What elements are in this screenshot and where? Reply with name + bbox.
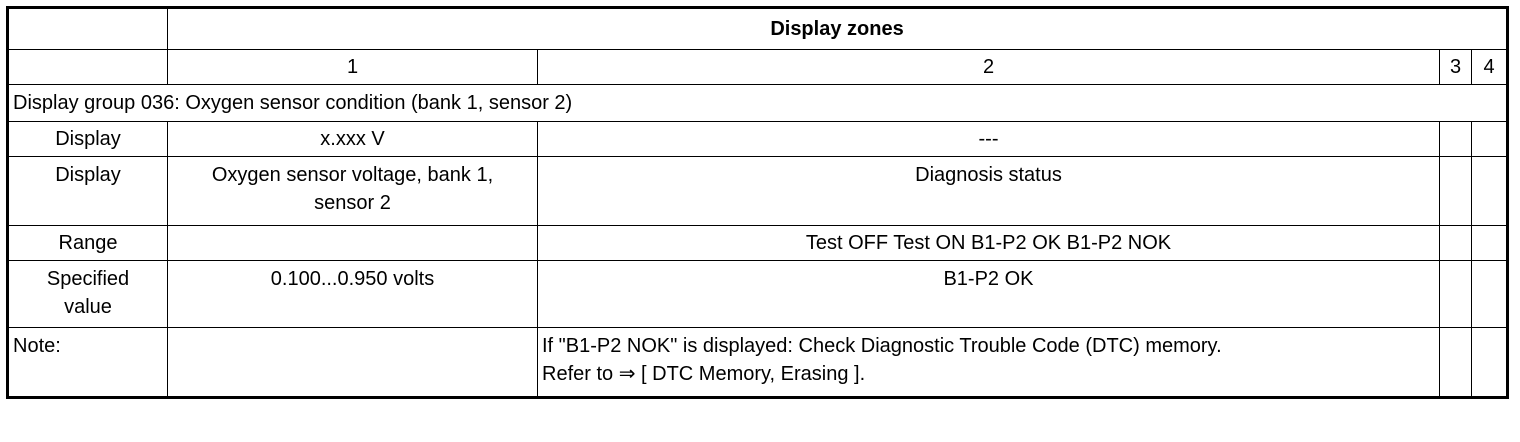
zone-3-value [1439, 327, 1472, 398]
note-line-1: If "B1-P2 NOK" is displayed: Check Diagn… [542, 335, 1222, 357]
zone-1-value: Oxygen sensor voltage, bank 1, sensor 2 [167, 156, 538, 226]
header-row-zones: 1 2 3 4 [7, 49, 1509, 85]
zone-2-value: If "B1-P2 NOK" is displayed: Check Diagn… [537, 327, 1440, 398]
zone-1-value: 0.100...0.950 volts [167, 260, 538, 328]
row-label: Display [7, 121, 168, 157]
display-zones-heading: Display zones [166, 7, 1509, 50]
table-row: Display x.xxx V --- [7, 121, 1509, 157]
display-group-table-frame: Display zones 1 2 3 4 Display group 036:… [6, 6, 1510, 399]
header-corner-cell [7, 7, 168, 50]
zone-2-header: 2 [537, 49, 1440, 85]
display-zones-table: Display zones 1 2 3 4 Display group 036:… [6, 6, 1510, 399]
group-title-row: Display group 036: Oxygen sensor conditi… [6, 84, 1509, 122]
row-label-line-2: value [64, 296, 112, 318]
zone-1-value [167, 327, 538, 398]
zone-3-value [1439, 225, 1472, 261]
zone-4-header: 4 [1470, 49, 1509, 85]
table-row: Note: If "B1-P2 NOK" is displayed: Check… [7, 327, 1509, 398]
row-label-line-1: Specified [46, 268, 130, 290]
row-label: Display [7, 156, 168, 226]
zone-3-value [1439, 121, 1472, 157]
zone-3-value [1439, 156, 1472, 226]
zone-4-value [1470, 327, 1509, 398]
zone-number-corner-cell [7, 49, 168, 85]
zone-1-value [167, 225, 538, 261]
row-label: Specified value [7, 260, 168, 328]
table-row: Range Test OFF Test ON B1-P2 OK B1-P2 NO… [7, 225, 1509, 261]
zone-1-value: x.xxx V [167, 121, 538, 157]
zone-2-value: B1-P2 OK [537, 260, 1440, 328]
display-group-title: Display group 036: Oxygen sensor conditi… [6, 84, 1509, 122]
zone-4-value [1470, 225, 1509, 261]
row-label: Note: [7, 327, 168, 398]
zone-3-value [1439, 260, 1472, 328]
zone-2-value: Diagnosis status [537, 156, 1440, 226]
note-line-2: Refer to ⇒ [ DTC Memory, Erasing ]. [542, 363, 866, 385]
zone-4-value [1470, 121, 1509, 157]
header-row-title: Display zones [7, 7, 1509, 50]
zone-3-header: 3 [1439, 49, 1472, 85]
zone-4-value [1470, 156, 1509, 226]
table-row: Display Oxygen sensor voltage, bank 1, s… [7, 156, 1509, 226]
zone-4-value [1470, 260, 1509, 328]
zone-2-value: --- [537, 121, 1440, 157]
row-label: Range [7, 225, 168, 261]
zone-1-value-line-1: Oxygen sensor voltage, bank 1, [211, 164, 494, 186]
zone-1-value-line-2: sensor 2 [314, 192, 391, 214]
table-row: Specified value 0.100...0.950 volts B1-P… [7, 260, 1509, 328]
zone-2-value: Test OFF Test ON B1-P2 OK B1-P2 NOK [537, 225, 1440, 261]
zone-1-header: 1 [167, 49, 538, 85]
